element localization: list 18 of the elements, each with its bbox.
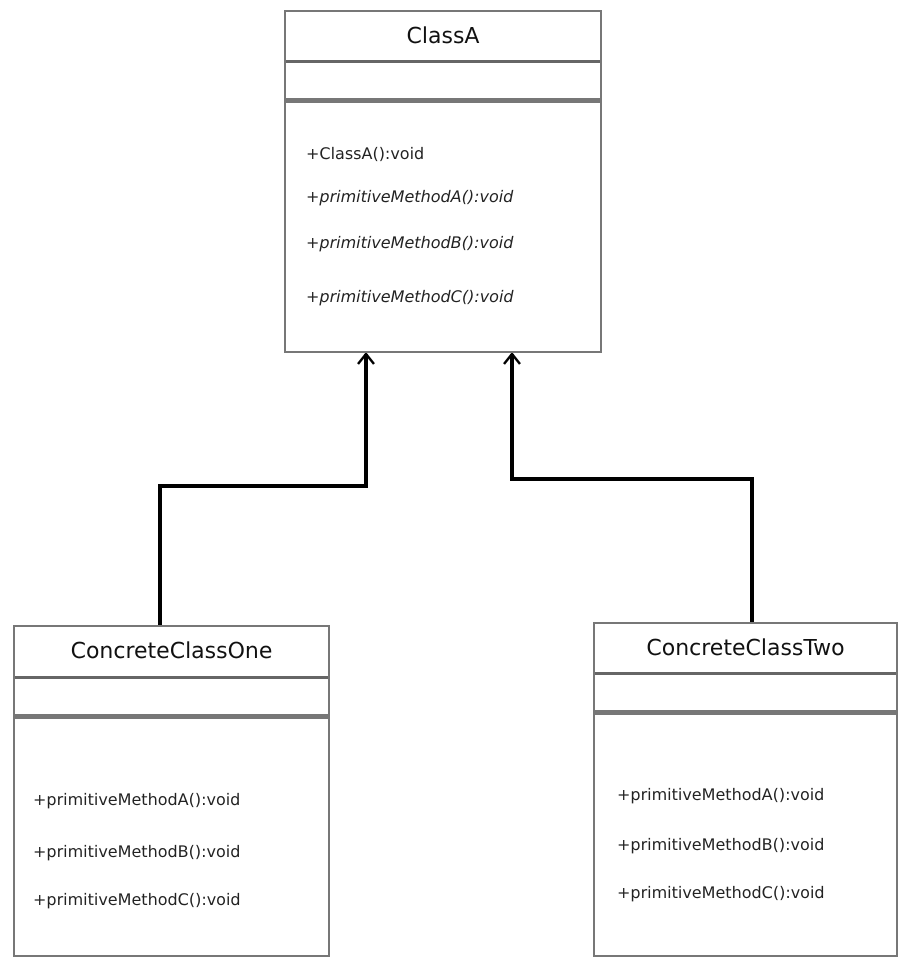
inheritance-arrow (158, 352, 376, 625)
method-text: +primitiveMethodC():void (617, 883, 825, 902)
method-text: +primitiveMethodA():void (617, 785, 824, 804)
class-box (593, 622, 898, 957)
method-text: +primitiveMethodC():void (33, 890, 241, 909)
class-name: ConcreteClassTwo (646, 636, 845, 660)
class-box (284, 10, 602, 353)
method-text: +primitiveMethodB():void (306, 233, 514, 252)
method-text: +primitiveMethodA():void (33, 790, 240, 809)
class-name: ClassA (406, 24, 480, 48)
inheritance-arrow (502, 352, 754, 622)
class-name: ConcreteClassOne (70, 639, 272, 664)
method-text: +primitiveMethodA():void (306, 187, 514, 206)
method-text: +primitiveMethodB():void (617, 835, 824, 854)
method-text: +primitiveMethodB():void (33, 842, 240, 861)
class-box (13, 625, 330, 957)
method-text: +ClassA():void (306, 144, 424, 163)
method-text: +primitiveMethodC():void (306, 287, 514, 306)
